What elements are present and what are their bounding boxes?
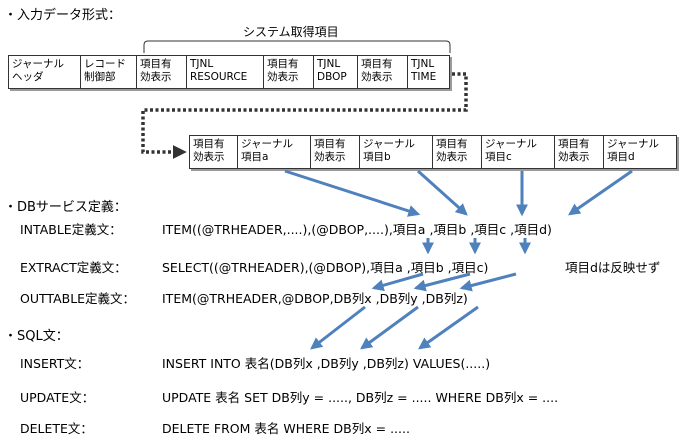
record-cell-valid-flag: 項目有 効表示: [555, 135, 604, 169]
arrow-outtable-z-to-insert: [418, 305, 479, 350]
record-cell-tjnl-dbop: TJNL DBOP: [314, 55, 358, 89]
update-label: UPDATE文：: [20, 390, 95, 405]
journal-record-header-row: ジャーナル ヘッダ レコード 制御部 項目有 効表示 TJNL RESOURCE…: [8, 55, 450, 89]
arrow-item-b-to-intable: [416, 169, 468, 216]
arrow-extract-c-to-outtable: [459, 272, 517, 292]
record-cell-item-b: ジャーナル 項目b: [360, 135, 433, 169]
record-cell-valid-flag: 項目有 効表示: [189, 135, 238, 169]
record-cell-valid-flag: 項目有 効表示: [264, 55, 314, 89]
extract-statement: SELECT((@TRHEADER),(@DBOP),項目a ,項目b ,項目c…: [162, 260, 489, 275]
record-cell-valid-flag: 項目有 効表示: [358, 55, 408, 89]
record-cell-valid-flag: 項目有 効表示: [311, 135, 360, 169]
arrow-item-d-to-intable: [568, 169, 633, 216]
arrow-extract-b-to-outtable: [413, 272, 471, 292]
record-cell-record-control: レコード 制御部: [81, 55, 137, 89]
delete-label: DELETE文：: [20, 421, 93, 436]
record-cell-tjnl-time: TJNL TIME: [408, 55, 450, 89]
update-statement: UPDATE 表名 SET DB列y = ....., DB列z = .....…: [162, 390, 559, 405]
arrow-outtable-y-to-insert: [360, 305, 419, 350]
section-db-service: ・DBサービス定義：: [4, 200, 127, 215]
section-sql: ・SQL文：: [4, 329, 69, 344]
system-items-label: システム取得項目: [243, 25, 339, 39]
arrow-extract-a-to-outtable: [371, 272, 424, 292]
record-cell-item-c: ジャーナル 項目c: [482, 135, 555, 169]
delete-statement: DELETE FROM 表名 WHERE DB列x = .....: [162, 421, 410, 436]
extract-label: EXTRACT定義文：: [20, 260, 127, 275]
arrow-outtable-x-to-insert: [310, 305, 366, 350]
record-cell-valid-flag: 項目有 効表示: [433, 135, 482, 169]
intable-label: INTABLE定義文：: [20, 222, 122, 237]
intable-statement: ITEM((@TRHEADER,....),(@DBOP,....),項目a ,…: [162, 222, 552, 237]
record-cell-tjnl-resource: TJNL RESOURCE: [187, 55, 264, 89]
insert-statement: INSERT INTO 表名(DB列x ,DB列y ,DB列z) VALUES(…: [162, 356, 491, 371]
section-input-format: ・入力データ形式：: [4, 8, 122, 23]
arrow-item-a-to-intable: [284, 169, 421, 217]
record-cell-journal-header: ジャーナル ヘッダ: [8, 55, 81, 89]
extract-note: 項目dは反映せず: [565, 260, 661, 275]
record-cell-item-d: ジャーナル 項目d: [604, 135, 677, 169]
outtable-statement: ITEM(@TRHEADER,@DBOP,DB列x ,DB列y ,DB列z): [162, 291, 468, 306]
record-cell-valid-flag: 項目有 効表示: [137, 55, 187, 89]
continuation-connector: [141, 72, 468, 159]
outtable-label: OUTTABLE定義文：: [20, 291, 136, 306]
record-cell-item-a: ジャーナル 項目a: [238, 135, 311, 169]
insert-label: INSERT文：: [20, 356, 90, 371]
journal-record-item-row: 項目有 効表示 ジャーナル 項目a 項目有 効表示 ジャーナル 項目b 項目有 …: [189, 135, 677, 169]
system-items-brace: [143, 40, 451, 53]
